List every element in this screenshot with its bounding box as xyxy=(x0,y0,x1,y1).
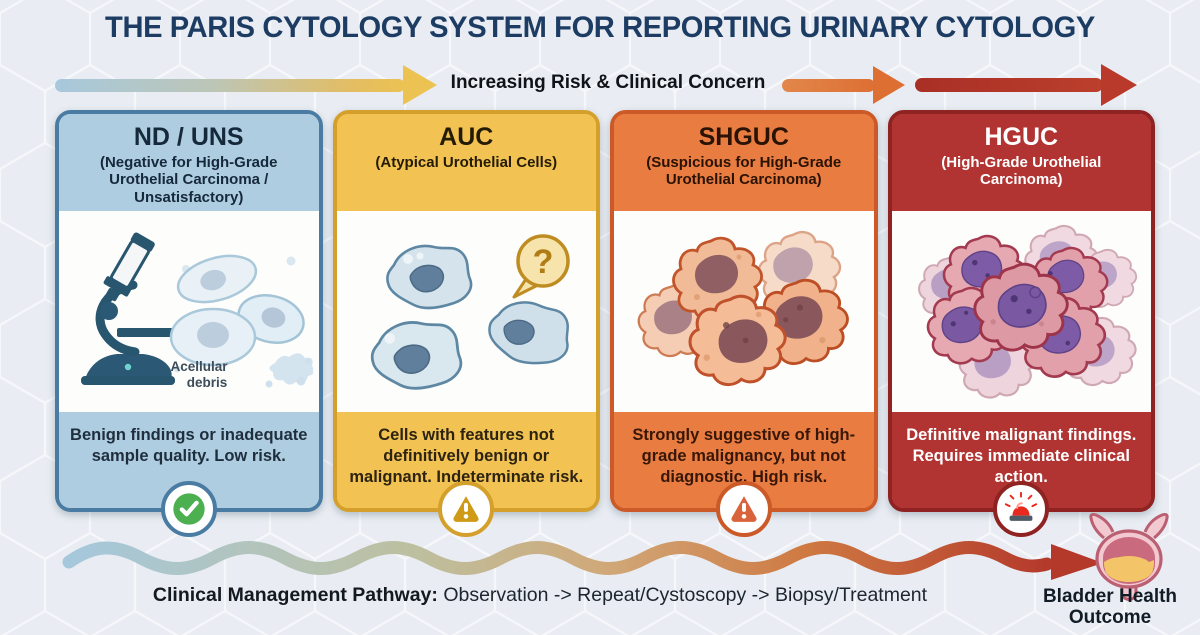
risk-arrow: Increasing Risk & Clinical Concern xyxy=(0,62,1200,106)
card-header: ND / UNS (Negative for High-Grade Urothe… xyxy=(59,114,319,211)
card-title: SHGUC xyxy=(698,123,789,151)
suspicious-cells-icon xyxy=(637,230,849,386)
risk-arrow-orange-segment xyxy=(782,79,875,92)
risk-arrow-blue-gold-segment xyxy=(55,79,405,92)
siren-icon xyxy=(993,481,1050,537)
card-header: SHGUC (Suspicious for High-Grade Urothel… xyxy=(614,114,874,211)
card-title: ND / UNS xyxy=(133,123,244,151)
card-illustration xyxy=(614,211,874,412)
card-subtitle: (Suspicious for High-Grade Urothelial Ca… xyxy=(646,153,842,189)
risk-arrow-orange-arrowhead-icon xyxy=(873,66,905,104)
page-title: THE PARIS CYTOLOGY SYSTEM FOR REPORTING … xyxy=(105,11,1095,44)
benign-cells-icon xyxy=(169,254,313,387)
warning-triangle-icon xyxy=(715,481,772,537)
risk-arrow-red-arrowhead-icon xyxy=(1101,64,1137,106)
card-subtitle: (High-Grade Urothelial Carcinoma) xyxy=(941,153,1102,189)
question-bubble-icon: ? xyxy=(512,233,570,298)
card-illustration: ? xyxy=(336,211,596,412)
card-illustration: Acellular debris xyxy=(59,211,319,412)
acellular-debris-label: Acellular xyxy=(170,359,228,374)
pathway-wave-arrow xyxy=(62,541,1103,580)
card-subtitle: (Negative for High-Grade Urothelial Carc… xyxy=(99,153,278,206)
card-hguc: HGUC (High-Grade Urothelial Carcinoma) xyxy=(887,110,1155,537)
outcome-label: Bladder Health Outcome xyxy=(1042,586,1178,629)
check-circle-icon xyxy=(160,481,217,537)
card-description: Definitive malignant findings. Requires … xyxy=(891,412,1151,508)
atypical-cells-illustration: ? xyxy=(371,233,577,390)
risk-arrow-red-segment xyxy=(915,78,1103,92)
card-auc: AUC (Atypical Urothelial Cells) xyxy=(332,110,600,537)
card-title: HGUC xyxy=(984,123,1059,151)
malignant-cell-cluster-icon xyxy=(918,224,1138,399)
microscope-and-benign-cells-illustration: Acellular debris xyxy=(80,232,313,390)
bladder-icon xyxy=(1089,512,1169,601)
card-nd-uns: ND / UNS (Negative for High-Grade Urothe… xyxy=(55,110,323,537)
svg-text:?: ? xyxy=(533,243,554,281)
warning-triangle-icon xyxy=(438,481,495,537)
risk-arrow-label: Increasing Risk & Clinical Concern xyxy=(450,72,766,93)
card-title: AUC xyxy=(439,123,494,151)
risk-arrow-gold-arrowhead-icon xyxy=(403,65,437,105)
pathway-label-bold: Clinical Management Pathway: xyxy=(152,584,438,606)
suspicious-cells-illustration xyxy=(637,230,849,386)
pathway-label: Clinical Management Pathway: Observation… xyxy=(120,584,960,607)
card-illustration xyxy=(891,211,1151,412)
card-shguc: SHGUC (Suspicious for High-Grade Urothel… xyxy=(610,110,878,537)
card-header: HGUC (High-Grade Urothelial Carcinoma) xyxy=(891,114,1151,211)
atypical-cells-icon xyxy=(371,244,577,390)
acellular-debris-label-line2: debris xyxy=(186,375,227,390)
pathway-label-steps: Observation -> Repeat/Cystoscopy -> Biop… xyxy=(443,584,928,606)
malignant-cells-illustration xyxy=(918,224,1138,399)
card-subtitle: (Atypical Urothelial Cells) xyxy=(375,153,558,171)
microscope-icon xyxy=(80,232,179,385)
category-cards: ND / UNS (Negative for High-Grade Urothe… xyxy=(55,110,1155,537)
card-header: AUC (Atypical Urothelial Cells) xyxy=(336,114,596,211)
